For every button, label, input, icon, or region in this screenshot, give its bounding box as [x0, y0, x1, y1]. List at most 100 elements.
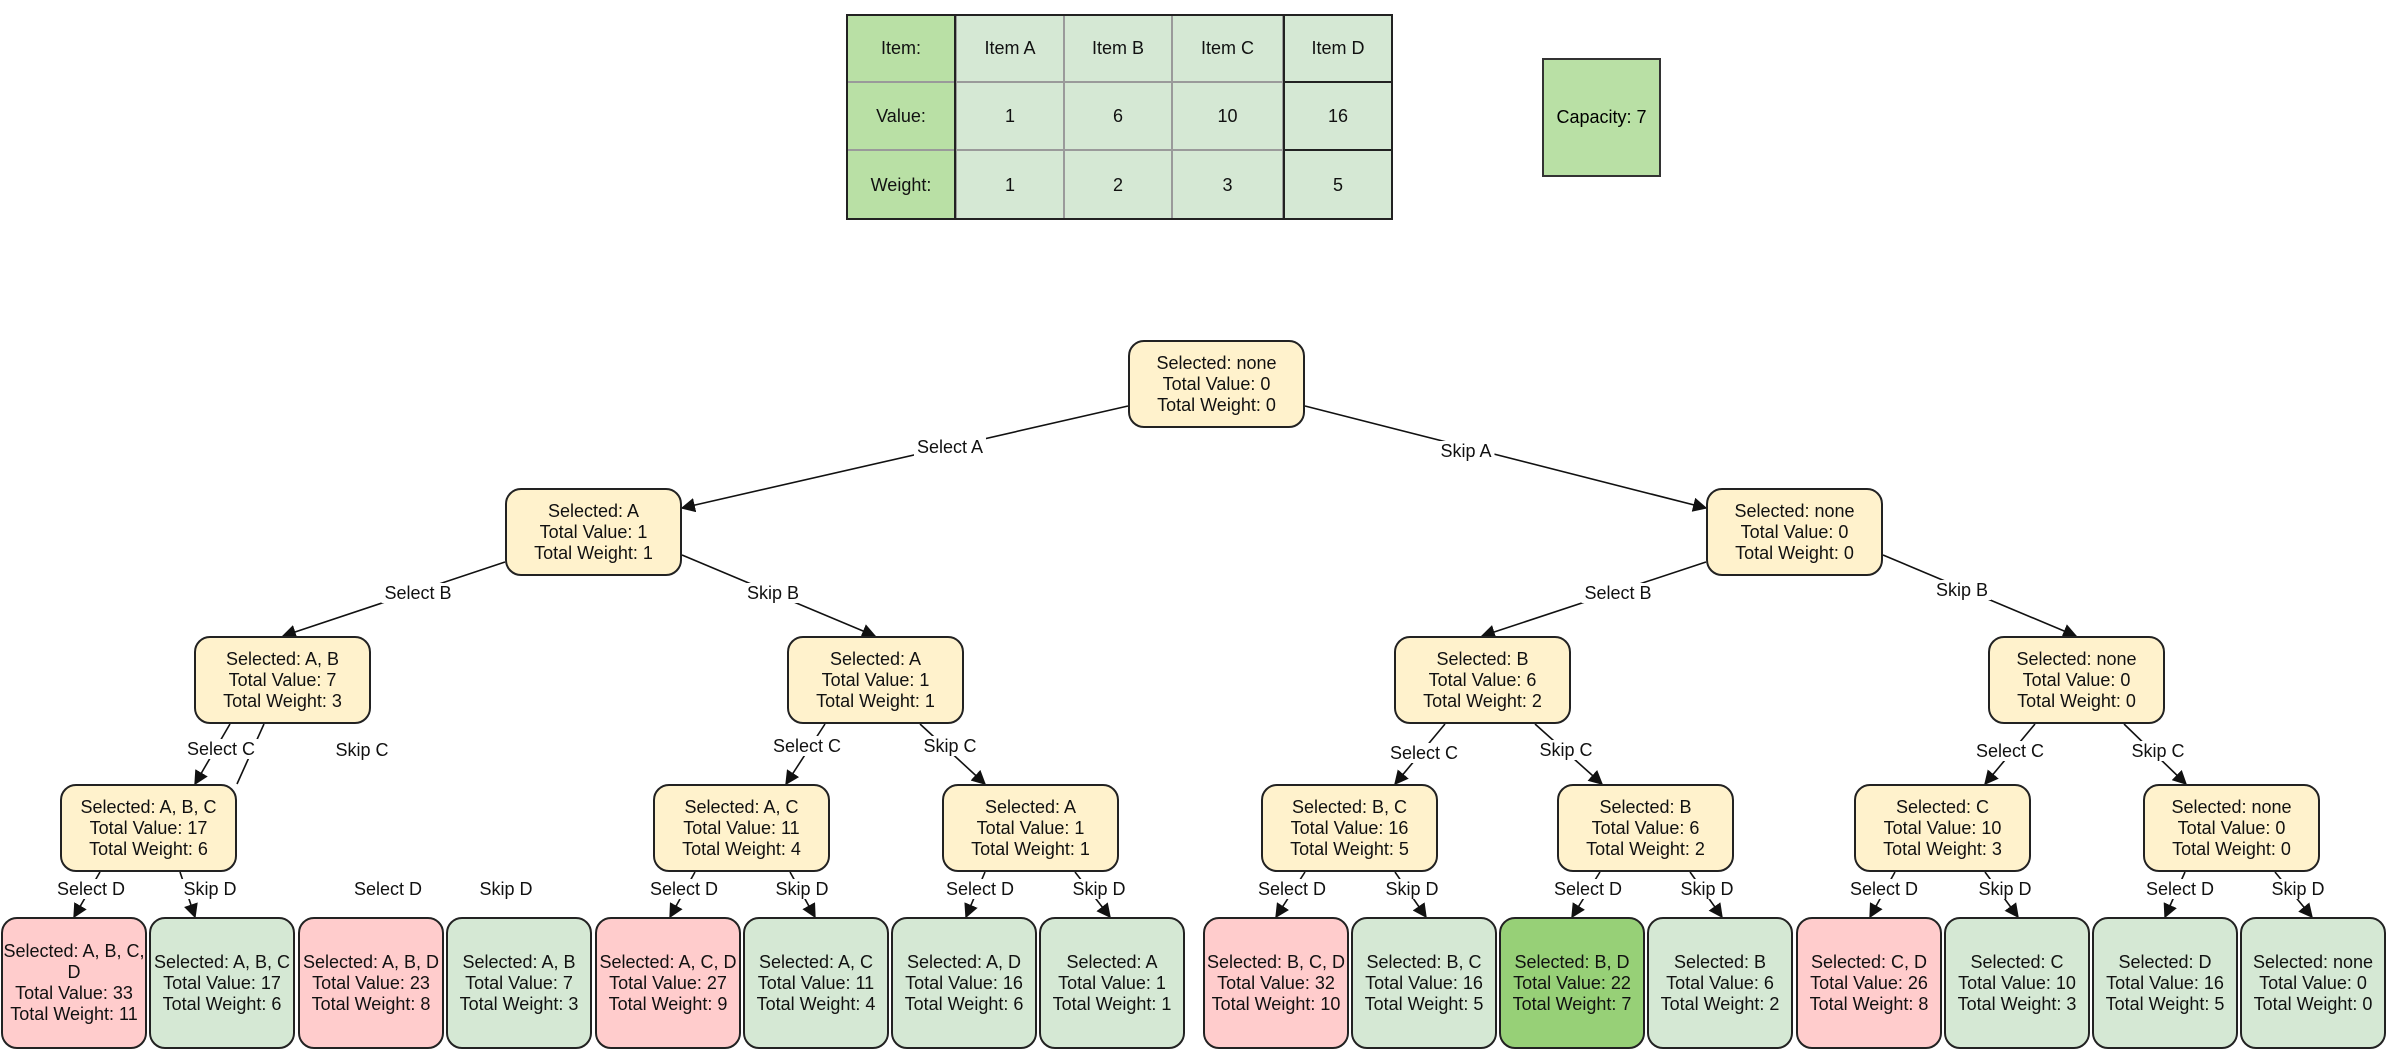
edge-label: Select D: [942, 879, 1018, 899]
node-text-line: Total Value: 1: [976, 817, 1085, 838]
node-text-line: Selected: B, C, D: [1206, 951, 1346, 972]
node-text-line: Total Weight: 6: [89, 838, 208, 859]
edge-label: Select C: [1386, 743, 1462, 763]
node-text-line: Selected: A, C: [758, 951, 874, 972]
node-text-line: Total Weight: 0: [1157, 394, 1276, 415]
node-text-line: Total Weight: 7: [1512, 993, 1632, 1014]
node-text-line: Total Value: 0: [2177, 817, 2286, 838]
edge-label: Skip A: [1437, 441, 1495, 461]
edge-label: Skip D: [476, 879, 536, 899]
node-text-line: Total Value: 23: [312, 972, 430, 993]
node-text-line: Total Weight: 10: [1211, 993, 1341, 1014]
node-text-line: Selected: none: [1734, 500, 1855, 521]
edge-label: Skip D: [1069, 879, 1129, 899]
node-text-line: Selected: A, C: [684, 796, 799, 817]
node-text-line: Total Weight: 3: [459, 993, 579, 1014]
node-text-line: Total Weight: 3: [1883, 838, 2002, 859]
node-text-line: Total Value: 11: [683, 817, 800, 838]
edge-label: Select C: [769, 736, 845, 756]
node-text-line: Total Weight: 0: [2172, 838, 2291, 859]
node-text-line: Selected: A: [547, 500, 640, 521]
node-text-line: Total Weight: 1: [816, 690, 935, 711]
node-text-line: Total Weight: 1: [534, 542, 653, 563]
node-text-line: Total Weight: 3: [223, 690, 342, 711]
table-row-header: Value:: [846, 82, 956, 150]
node-text-line: Total Value: 10: [1958, 972, 2076, 993]
table-cell: Item B: [1064, 14, 1172, 82]
edge-label: Select B: [1581, 583, 1655, 603]
node-text-line: Total Value: 0: [1740, 521, 1849, 542]
node-text-line: Selected: A: [1066, 951, 1158, 972]
node-text-line: Total Weight: 9: [608, 993, 728, 1014]
node-text-line: Selected: A, B: [462, 951, 576, 972]
node-text-line: Total Value: 7: [465, 972, 573, 993]
node-text-line: Total Weight: 11: [10, 1004, 138, 1024]
node-text-line: Total Value: 32: [1217, 972, 1335, 993]
node-text-line: Selected: A, B, C,: [3, 941, 145, 961]
edge-label: Skip C: [2128, 741, 2188, 761]
edge-label: Skip B: [743, 583, 803, 603]
node-text-line: Total Value: 10: [1883, 817, 2002, 838]
table-cell: 6: [1064, 82, 1172, 150]
edge-label: Select D: [1550, 879, 1626, 899]
node-text-line: Selected: A: [829, 648, 922, 669]
edge-label: Skip D: [1975, 879, 2035, 899]
node-text-line: Selected: A, B, C: [153, 951, 291, 972]
edge-label: Skip D: [772, 879, 832, 899]
node-text-line: Total Value: 16: [905, 972, 1023, 993]
edge-label: Skip D: [1382, 879, 1442, 899]
node-text-line: Total Weight: 5: [1364, 993, 1484, 1014]
node-text-line: Total Value: 1: [1058, 972, 1166, 993]
edge-label: Select C: [183, 739, 259, 759]
node-text-line: Total Weight: 0: [2253, 993, 2373, 1014]
node-text-line: Selected: C: [1970, 951, 2064, 972]
edge-label: Select B: [381, 583, 455, 603]
node-text-line: Total Value: 6: [1428, 669, 1537, 690]
table-cell: 10: [1172, 82, 1283, 150]
node-text-line: Total Value: 27: [609, 972, 727, 993]
edge-label: Skip C: [1536, 740, 1596, 760]
node-text-line: Total Weight: 1: [1052, 993, 1172, 1014]
node-text-line: Selected: B, C: [1291, 796, 1408, 817]
node-text-line: Total Weight: 6: [162, 993, 282, 1014]
table-cell: 1: [956, 82, 1064, 150]
node-text-line: Total Value: 22: [1513, 972, 1631, 993]
edge-label: Skip C: [920, 736, 980, 756]
edge-label: Select C: [1972, 741, 2048, 761]
node-text-line: Total Weight: 2: [1586, 838, 1705, 859]
node-text-line: Total Weight: 6: [904, 993, 1024, 1014]
node-text-line: Total Value: 6: [1591, 817, 1700, 838]
edge-line: [1304, 405, 1708, 512]
node-text-line: Total Value: 17: [163, 972, 281, 993]
node-text-line: Total Value: 1: [821, 669, 930, 690]
capacity-box: Capacity: 7: [1542, 58, 1661, 177]
table-cell: Item D: [1283, 14, 1393, 82]
table-row-header: Weight:: [846, 150, 956, 220]
node-text-line: Total Weight: 4: [756, 993, 876, 1014]
node-text-line: Total Weight: 8: [311, 993, 431, 1014]
node-text-line: Total Weight: 8: [1809, 993, 1929, 1014]
node-text-line: Total Value: 17: [89, 817, 208, 838]
